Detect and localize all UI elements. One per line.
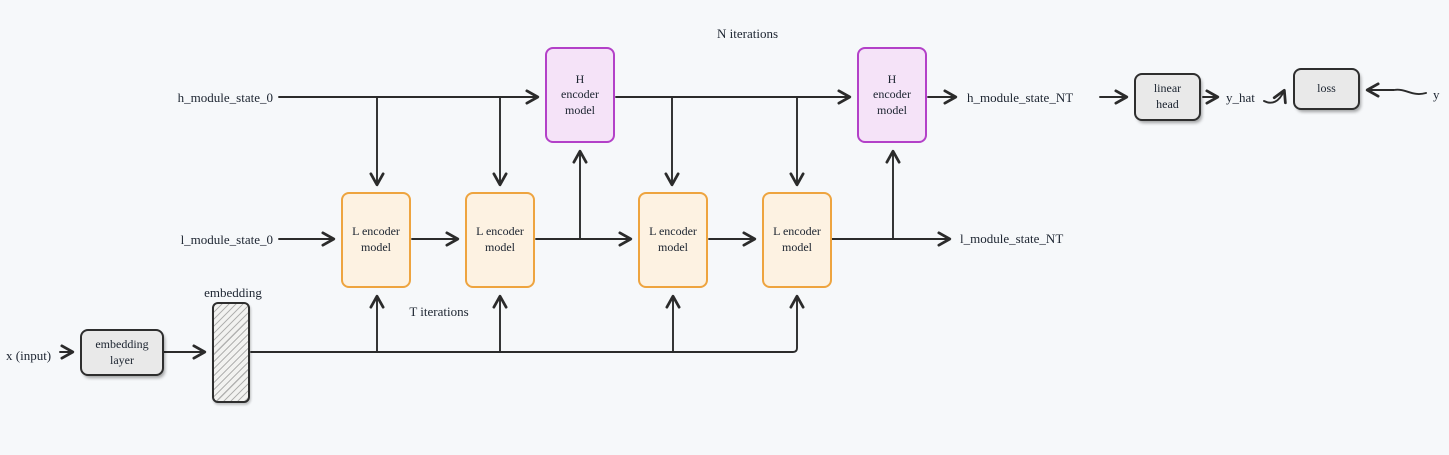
- l-encoder-model-1-node: L encoder model: [341, 192, 411, 288]
- linear-head-node: linear head: [1134, 73, 1201, 121]
- loss-node: loss: [1293, 68, 1360, 110]
- h-module-state-0-label: h_module_state_0: [177, 90, 273, 105]
- arrow-yhat-to-loss: [1263, 88, 1287, 105]
- n-iterations-label: N iterations: [716, 26, 778, 41]
- embedding-layer-node: embedding layer: [80, 329, 164, 376]
- l-encoder-model-1-label: L encoder model: [352, 224, 400, 254]
- h-encoder-model-1-node: H encoder model: [545, 47, 615, 143]
- embedding-label: embedding: [204, 285, 262, 300]
- loss-label: loss: [1317, 81, 1336, 96]
- linear-head-label: linear head: [1153, 81, 1182, 111]
- l-encoder-model-2-node: L encoder model: [465, 192, 535, 288]
- l-encoder-model-4-label: L encoder model: [773, 224, 821, 254]
- embedding-tensor-node: [212, 302, 250, 403]
- h-encoder-model-2-node: H encoder model: [857, 47, 927, 143]
- arrow-y-to-loss: [1365, 82, 1427, 98]
- l-module-state-nt-label: l_module_state_NT: [960, 231, 1064, 246]
- t-iterations-label: T iterations: [409, 304, 469, 319]
- l-encoder-model-3-node: L encoder model: [638, 192, 708, 288]
- h-encoder-model-1-label: H encoder model: [561, 71, 599, 117]
- h-encoder-model-2-label: H encoder model: [873, 71, 911, 117]
- embedding-layer-label: embedding layer: [95, 336, 149, 367]
- l-module-state-0-label: l_module_state_0: [180, 232, 273, 247]
- y-label: y: [1433, 87, 1440, 102]
- l-encoder-model-4-node: L encoder model: [762, 192, 832, 288]
- x-input-label: x (input): [6, 348, 52, 363]
- h-module-state-nt-label: h_module_state_NT: [967, 90, 1074, 105]
- line-embedding-bus: [250, 294, 805, 353]
- l-encoder-model-2-label: L encoder model: [476, 224, 524, 254]
- y-hat-label: y_hat: [1226, 90, 1255, 105]
- l-encoder-model-3-label: L encoder model: [649, 224, 697, 254]
